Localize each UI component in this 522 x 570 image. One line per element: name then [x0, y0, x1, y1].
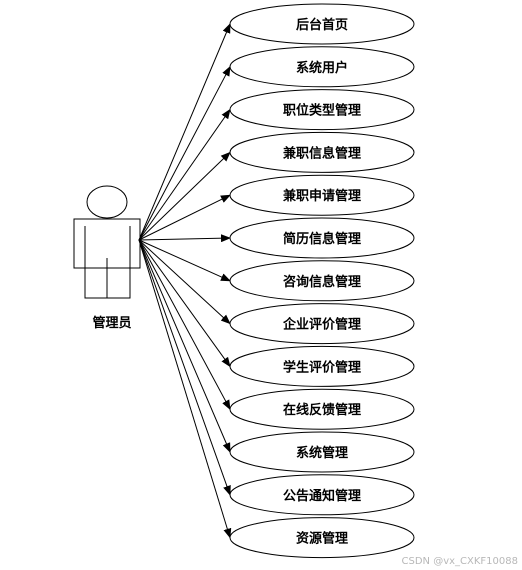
use-case-label: 学生评价管理	[283, 359, 361, 375]
use-case: 咨询信息管理	[229, 260, 415, 302]
use-case: 公告通知管理	[229, 474, 415, 516]
use-case-ellipse	[229, 474, 415, 516]
use-case: 企业评价管理	[229, 303, 415, 345]
use-case-label: 公告通知管理	[283, 488, 361, 504]
use-case-label: 后台首页	[296, 17, 348, 33]
use-case-ellipse	[229, 303, 415, 345]
use-case-ellipse	[229, 131, 415, 173]
use-case-label: 企业评价管理	[282, 317, 361, 333]
association-line	[138, 234, 231, 243]
use-case: 系统用户	[229, 46, 415, 88]
association-line	[138, 239, 231, 325]
association-line	[138, 239, 231, 453]
use-case-ellipse	[229, 3, 415, 45]
use-case-ellipse	[229, 260, 415, 302]
use-case-label: 咨询信息管理	[283, 274, 361, 290]
use-case-ellipse	[229, 89, 415, 131]
use-case: 在线反馈管理	[229, 388, 415, 430]
association-line	[138, 151, 231, 241]
use-case-label: 在线反馈管理	[283, 402, 361, 418]
actor-figure	[73, 185, 141, 299]
association-line	[138, 239, 232, 539]
use-case: 后台首页	[229, 3, 415, 45]
association-line	[138, 23, 231, 241]
use-cases: 后台首页系统用户职位类型管理兼职信息管理兼职申请管理简历信息管理咨询信息管理企业…	[229, 3, 415, 559]
association-line	[138, 194, 231, 241]
association-line	[138, 108, 231, 241]
use-case-ellipse	[229, 46, 415, 88]
association-line	[138, 65, 231, 241]
use-case-ellipse	[229, 174, 415, 216]
association-line	[138, 239, 231, 368]
use-case-label: 系统用户	[296, 60, 348, 76]
use-case: 职位类型管理	[229, 89, 415, 131]
use-case: 资源管理	[229, 517, 415, 559]
actor-head	[86, 185, 128, 219]
use-case-ellipse	[229, 431, 415, 473]
use-case: 兼职申请管理	[229, 174, 415, 216]
use-case-ellipse	[229, 517, 415, 559]
association-line	[138, 239, 231, 282]
use-case-ellipse	[229, 217, 415, 259]
use-case-label: 兼职申请管理	[283, 188, 361, 204]
association-line	[138, 239, 231, 496]
actor-label: 管理员	[92, 315, 131, 331]
use-case-ellipse	[229, 388, 415, 430]
use-case-label: 资源管理	[296, 531, 348, 547]
association-line	[138, 239, 231, 411]
use-case: 学生评价管理	[229, 345, 415, 387]
use-case: 简历信息管理	[229, 217, 415, 259]
watermark: CSDN @vx_CXKF10088	[401, 556, 518, 567]
use-case-label: 兼职信息管理	[283, 145, 361, 161]
connectors	[138, 23, 232, 539]
use-case-label: 简历信息管理	[283, 231, 361, 247]
use-case: 兼职信息管理	[229, 131, 415, 173]
use-case: 系统管理	[229, 431, 415, 473]
use-case-ellipse	[229, 345, 415, 387]
use-case-label: 系统管理	[296, 445, 348, 461]
use-case-label: 职位类型管理	[283, 103, 361, 119]
